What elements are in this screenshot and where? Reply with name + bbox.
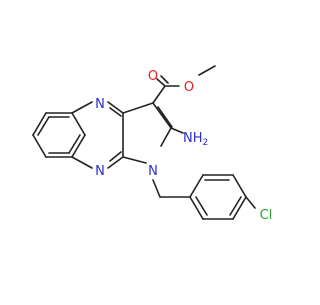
bond bbox=[189, 174, 204, 198]
atom-label-oxygen: O bbox=[148, 69, 158, 84]
bond bbox=[156, 78, 166, 87]
bond bbox=[109, 151, 122, 162]
bond bbox=[160, 127, 172, 147]
amino-nh-label: NH bbox=[183, 131, 203, 146]
bond bbox=[122, 102, 154, 114]
bond bbox=[152, 179, 161, 198]
bond bbox=[195, 196, 208, 216]
bond bbox=[152, 102, 172, 129]
atom-label-chlorine: Cl bbox=[260, 208, 273, 223]
structure-svg: O O N N N NH2 Cl bbox=[32, 65, 272, 223]
bond bbox=[198, 65, 216, 76]
bond bbox=[37, 116, 50, 136]
bond bbox=[71, 112, 86, 136]
bond-lines bbox=[32, 65, 256, 220]
bond bbox=[152, 85, 166, 104]
bond bbox=[71, 156, 93, 169]
bond bbox=[232, 174, 247, 198]
bond bbox=[229, 196, 242, 216]
bond bbox=[232, 196, 247, 220]
bond bbox=[160, 75, 169, 84]
bond bbox=[71, 101, 93, 114]
bond bbox=[157, 106, 173, 128]
bond bbox=[68, 134, 81, 154]
bond bbox=[32, 112, 47, 136]
bond bbox=[109, 107, 122, 117]
amino-subscript: 2 bbox=[203, 138, 209, 148]
amino-group-label: NH2 bbox=[183, 131, 208, 148]
bond bbox=[107, 101, 124, 114]
bond bbox=[189, 196, 204, 220]
atom-label-nitrogen: N bbox=[95, 97, 105, 112]
bond bbox=[32, 134, 47, 158]
bond bbox=[71, 134, 86, 158]
atom-label-oxygen: O bbox=[184, 80, 194, 95]
bond bbox=[245, 196, 256, 209]
atom-labels: O O N N N NH2 Cl bbox=[95, 69, 272, 223]
bond bbox=[170, 127, 184, 134]
bond bbox=[107, 156, 124, 169]
atom-label-nitrogen: N bbox=[95, 164, 105, 179]
atom-label-nitrogen: N bbox=[148, 164, 158, 179]
molecule-structure-diagram: O O N N N NH2 Cl bbox=[32, 65, 272, 223]
bond bbox=[122, 156, 147, 164]
